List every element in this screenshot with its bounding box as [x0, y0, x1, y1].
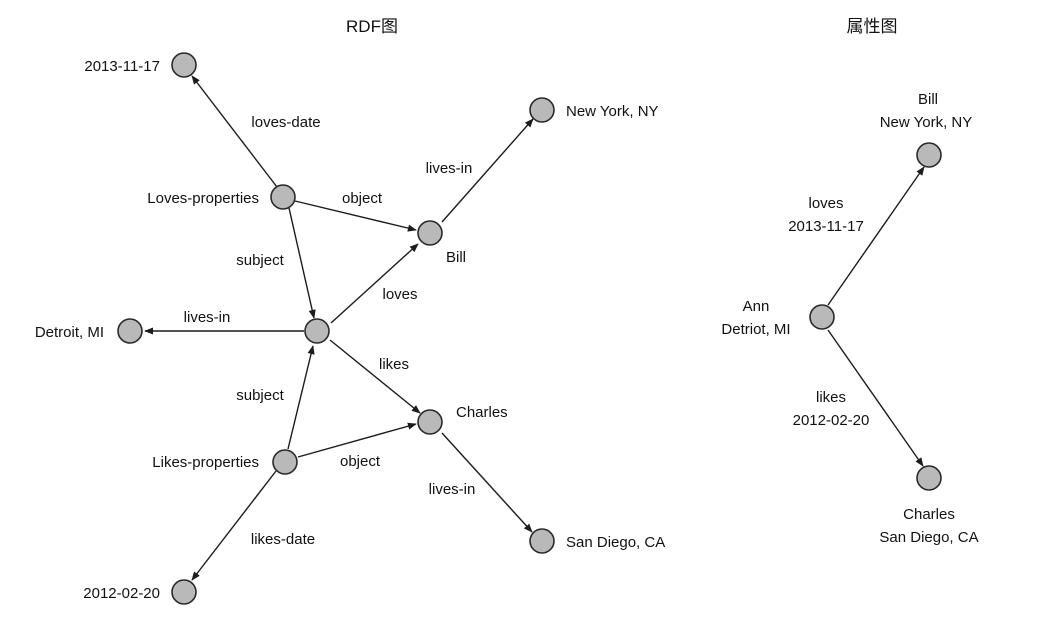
- node-detroit: [117, 318, 143, 344]
- node-new-york: [529, 97, 555, 123]
- edge-label-loves-subject: subject: [236, 252, 284, 269]
- rdf-node-labels: 2013-11-17 Loves-properties Bill New Yor…: [35, 58, 665, 602]
- label-detroit: Detroit, MI: [35, 324, 104, 341]
- label-new-york: New York, NY: [566, 103, 659, 120]
- edge-label-bill-lives-in: lives-in: [426, 160, 473, 177]
- edge-ann-likes: [329, 339, 421, 414]
- edge-ann-loves: [330, 243, 419, 324]
- label-likes-properties: Likes-properties: [152, 454, 259, 471]
- label-san-diego: San Diego, CA: [566, 534, 665, 551]
- node-pg-charles: [916, 465, 942, 491]
- label-date-2012: 2012-02-20: [83, 585, 160, 602]
- label-pg-bill-name: Bill: [918, 91, 938, 108]
- edge-pg-loves: [827, 166, 925, 306]
- edge-bill-lives-in: [441, 118, 534, 223]
- property-graph: Bill New York, NY loves 2013-11-17 Ann D…: [721, 91, 978, 546]
- edge-label-likes-subject: subject: [236, 387, 284, 404]
- label-bill: Bill: [446, 249, 466, 266]
- edge-likes-subject: [287, 345, 315, 450]
- node-likes-properties: [272, 449, 298, 475]
- edge-label-ann-loves: loves: [382, 286, 417, 303]
- edge-label-loves-date: loves-date: [251, 114, 320, 131]
- node-pg-ann: [809, 304, 835, 330]
- node-date-2013: [171, 52, 197, 78]
- edge-loves-subject: [288, 207, 316, 319]
- label-charles: Charles: [456, 404, 508, 421]
- edge-label-ann-likes: likes: [379, 356, 409, 373]
- rdf-edge-labels: loves-date object lives-in subject loves…: [184, 114, 476, 548]
- node-pg-bill: [916, 142, 942, 168]
- edge-label-likes-object: object: [340, 453, 381, 470]
- node-date-2012: [171, 579, 197, 605]
- edge-loves-date: [191, 75, 278, 188]
- edge-label-loves-object: object: [342, 190, 383, 207]
- node-charles: [417, 409, 443, 435]
- rdf-nodes: [117, 52, 555, 605]
- edge-label-likes-date: likes-date: [251, 531, 315, 548]
- edge-likes-date: [191, 470, 277, 581]
- node-ann: [304, 318, 330, 344]
- label-pg-ann-name: Ann: [743, 298, 770, 315]
- edge-label-ann-lives-in: lives-in: [184, 309, 231, 326]
- property-graph-title: 属性图: [847, 17, 898, 36]
- rdf-edges: [144, 75, 534, 581]
- edge-label-pg-likes-date: 2012-02-20: [793, 412, 870, 429]
- edge-label-pg-loves: loves: [808, 195, 843, 212]
- label-loves-properties: Loves-properties: [147, 190, 259, 207]
- edge-likes-object: [297, 422, 417, 458]
- edge-pg-likes: [827, 329, 924, 467]
- label-pg-charles-city: San Diego, CA: [879, 529, 978, 546]
- edge-charles-lives-in: [441, 432, 533, 533]
- label-pg-charles-name: Charles: [903, 506, 955, 523]
- edge-label-pg-loves-date: 2013-11-17: [788, 218, 864, 235]
- rdf-graph-title: RDF图: [346, 17, 398, 36]
- edge-loves-object: [294, 200, 417, 232]
- node-bill: [417, 220, 443, 246]
- edge-label-pg-likes: likes: [816, 389, 846, 406]
- node-loves-properties: [270, 184, 296, 210]
- label-pg-bill-city: New York, NY: [880, 114, 973, 131]
- edge-label-charles-lives-in: lives-in: [429, 481, 476, 498]
- label-date-2013: 2013-11-17: [84, 58, 160, 75]
- node-san-diego: [529, 528, 555, 554]
- label-pg-ann-city: Detriot, MI: [721, 321, 790, 338]
